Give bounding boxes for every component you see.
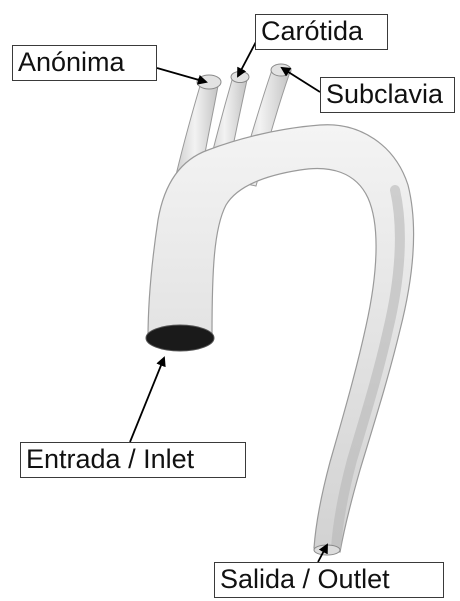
anonima-opening <box>197 75 221 89</box>
arrow-anonima <box>157 68 206 82</box>
arrow-inlet <box>130 358 164 442</box>
label-carotida: Carótida <box>255 14 388 50</box>
label-outlet: Salida / Outlet <box>214 562 444 598</box>
label-anonima: Anónima <box>12 45 157 81</box>
inlet-opening <box>146 325 214 351</box>
label-subclavia: Subclavia <box>320 77 455 113</box>
subclavia-opening <box>271 64 291 76</box>
label-inlet: Entrada / Inlet <box>20 442 246 478</box>
